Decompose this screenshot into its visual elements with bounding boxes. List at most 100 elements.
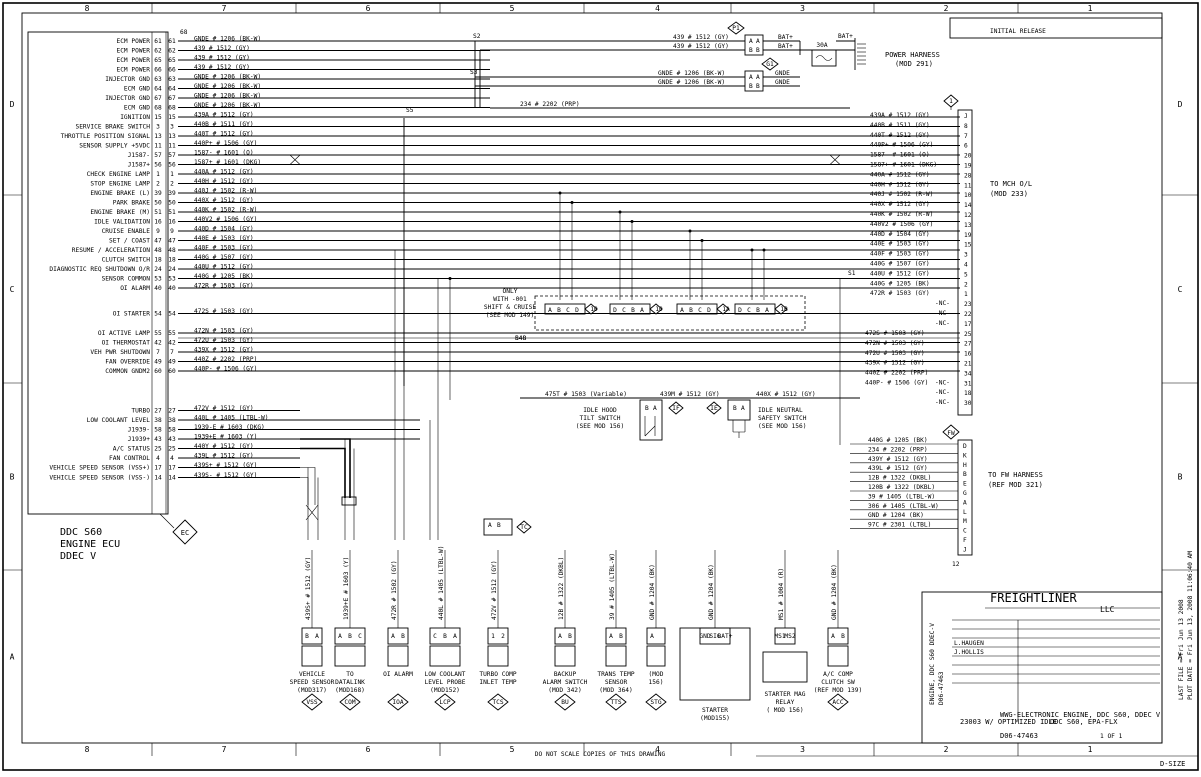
idle-hood-label: TILT SWITCH (580, 415, 621, 422)
ecu-circuit-label: ECM POWER (116, 48, 150, 55)
fw-pin: D (963, 443, 967, 450)
cruise-pin: C (622, 307, 626, 314)
mch-pin: 16 (964, 351, 972, 358)
component-pin: B (348, 633, 352, 640)
component-wire-label: 12B # 1322 (DKBL) (558, 557, 565, 620)
component-pin: A (609, 633, 613, 640)
ecu-pin-number: 43 (154, 436, 162, 443)
scale-note: DO NOT SCALE COPIES OF THIS DRAWING (535, 751, 666, 758)
mch-pin: 30 (964, 400, 972, 407)
ecu-circuit-label: VEH PWR SHUTDOWN (90, 349, 150, 356)
splice-label: S48 (515, 335, 526, 342)
mch-connector-body (957, 109, 973, 416)
pin-letter: B (733, 405, 737, 412)
fw-pin: L (963, 509, 967, 516)
b48-label: B48 (515, 335, 526, 342)
mch-pin: 25 (964, 331, 972, 338)
ecu-wire-label: 440T # 1512 (GY) (194, 131, 254, 138)
component-ref: (MOD 342) (548, 687, 582, 694)
mch-connector-block: 1J87620192811101412131915345212322172527… (865, 94, 1032, 416)
subtitle-vertical: ENGINE, DDC S60 DDEC-V (929, 623, 936, 705)
pin-letter: A (741, 405, 745, 412)
component-body (387, 645, 409, 667)
ecu-pin-number: 64 (168, 86, 176, 93)
fw-wire-label: 12B # 1322 (DKBL) (868, 475, 931, 482)
ecu-pin-number: 53 (154, 276, 162, 283)
component-tag (301, 693, 323, 711)
ecu-circuit-label: ECM POWER (116, 38, 150, 45)
component-wire-label: GND # 1204 (BK) (708, 564, 715, 620)
component-pin: B (401, 633, 405, 640)
ecu-circuit-label: SENSOR COMMON (102, 276, 151, 283)
ecu-title: DDC S60 (60, 527, 102, 538)
component-tag (645, 693, 667, 711)
ecu-circuit-label: J1587+ (128, 162, 151, 169)
power-connector-p1 (744, 34, 764, 56)
mch-pin: 34 (964, 370, 972, 377)
ecu-circuit-label: STOP ENGINE LAMP (90, 181, 150, 188)
junction-dot (762, 248, 766, 252)
component-wire-label: MS1 # 1004 (R) (778, 568, 785, 620)
grid-column-label: 3 (800, 745, 805, 754)
fw-wire-label: 234 # 2202 (PRP) (868, 446, 928, 453)
ecu-circuit-label: TURBO (131, 408, 150, 415)
mch-pin: 21 (964, 361, 972, 368)
ecu-circuit-label: A/C STATUS (113, 446, 151, 453)
fw-wire-label: 97C # 2301 (LTBL) (868, 522, 931, 529)
idle-neutral-symbol (732, 420, 746, 438)
ecu-pin-number: 1 (156, 171, 160, 178)
twist-mark (829, 154, 841, 165)
fuse-box (811, 49, 837, 67)
mch-wire-label: 440F # 1503 (GY) (870, 251, 930, 258)
ecu-wire-label: 439S- # 1512 (GY) (194, 472, 257, 479)
pin-letter: B (749, 83, 753, 90)
fw-wire-label: 120B # 1322 (DKBL) (868, 484, 935, 491)
p1-tag-label: P1 (732, 25, 740, 32)
component-body (827, 645, 849, 667)
ecu-pin-number: 4 (170, 455, 174, 462)
ecu-wire-label: 440P+ # 1506 (GY) (194, 140, 257, 147)
ecu-pin-number: 47 (168, 238, 176, 245)
mch-pin: 12 (964, 212, 972, 219)
mch-wire-label: 440P- # 1506 (GY) (865, 380, 928, 387)
fw-wire-label: 440G # 1205 (BK) (868, 437, 928, 444)
ecu-pin-number: 25 (168, 446, 176, 453)
cruise-pin: A (640, 307, 644, 314)
ecu-pin-number: 27 (168, 408, 176, 415)
mch-wire-label: 440D # 1504 (GY) (870, 231, 930, 238)
plot-date-text: PLOT DATE = Fri Jun 13, 2008 11:06:40 AM (1187, 551, 1194, 700)
component-tag-label: TCS (492, 699, 503, 706)
ecu-circuit-label: ENGINE BRAKE (M) (90, 209, 150, 216)
component-pin: MS1 (774, 633, 785, 640)
splice-label: S1 (848, 270, 856, 277)
fw-wire-label: GND # 1204 (BK) (868, 512, 924, 519)
ecu-wire-label: 439 # 1512 (GY) (194, 64, 250, 71)
ecu-pin-number: 51 (168, 209, 176, 216)
mch-nc-label: -NC- (935, 310, 950, 317)
last-file-text: LAST FILE = Fri Jun 13 2008 (1178, 599, 1185, 700)
ecu-circuit-label: RESUME / ACCELERATION (72, 247, 151, 254)
company-sub: LLC (1100, 605, 1115, 614)
component-sub: ALARM SWITCH (543, 679, 588, 686)
fw-pin: H (963, 462, 967, 469)
component-tag (434, 693, 456, 711)
idle-hood-label: (SEE MOD 156) (576, 423, 624, 430)
fw-pin: C (963, 528, 967, 535)
junction-dot (618, 210, 622, 214)
ecu-circuit-label: ECM GND (124, 86, 150, 93)
mch-pin: 27 (964, 341, 972, 348)
grid-column-label: 8 (85, 4, 90, 13)
ecu-wire-label: GNDE # 1206 (BK-W) (194, 83, 261, 90)
ecu-pin-number: 68 (154, 105, 162, 112)
ecu-pin-number: 39 (154, 190, 162, 197)
ecu-circuit-label: SENSOR SUPPLY +5VDC (79, 143, 150, 150)
cruise-switch-tag-label: 10 (655, 306, 663, 313)
ecu-pin-number: 62 (154, 48, 162, 55)
component-body (301, 645, 323, 667)
ecu-pin-number: 42 (168, 340, 176, 347)
grid-column-label: 5 (510, 745, 515, 754)
inner-border (21, 12, 1163, 744)
ecu-pin-number: 67 (168, 95, 176, 102)
